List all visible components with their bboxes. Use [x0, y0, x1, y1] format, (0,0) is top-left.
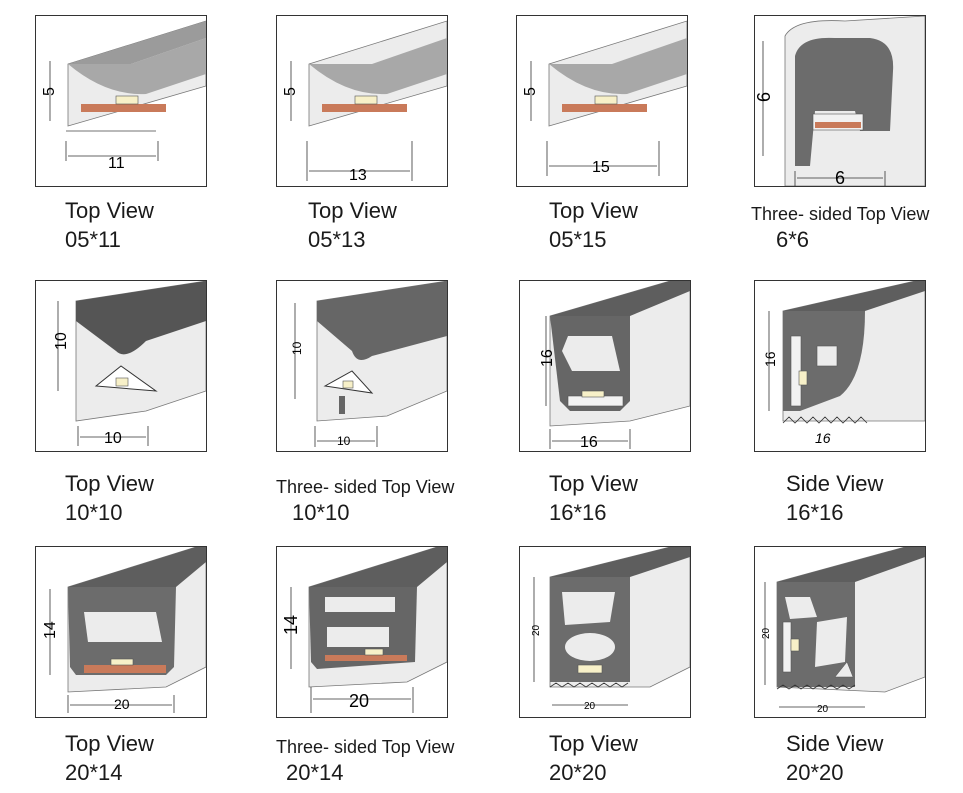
width-dimension: 10: [104, 430, 122, 447]
view-label: Top View: [549, 198, 638, 223]
width-dimension: 20: [584, 701, 596, 712]
width-dimension: 10: [337, 434, 351, 448]
profile-diagram: 20 20: [754, 546, 926, 718]
size-label: 6*6: [776, 227, 810, 252]
view-label: Top View: [65, 471, 154, 496]
width-dimension: 15: [592, 159, 610, 176]
width-dimension: 16: [815, 430, 831, 446]
size-label: 20*14: [286, 760, 344, 785]
view-label: Side View: [786, 471, 884, 496]
height-dimension: 10: [290, 341, 304, 355]
view-label: Top View: [549, 731, 638, 756]
width-dimension: 16: [580, 434, 598, 451]
size-label: 10*10: [292, 500, 350, 525]
profile-diagram: 5 15: [516, 15, 688, 187]
size-label: 05*11: [65, 227, 121, 252]
view-label: Three- sided Top View: [751, 204, 930, 224]
width-dimension: 20: [114, 696, 130, 712]
width-dimension: 20: [817, 704, 829, 715]
profile-diagram: 5 11: [35, 15, 207, 187]
size-label: 05*13: [308, 227, 366, 252]
size-label: 20*20: [549, 760, 607, 785]
height-dimension: 6: [755, 92, 774, 102]
height-dimension: 5: [41, 87, 58, 96]
size-label: 05*15: [549, 227, 607, 252]
view-label: Three- sided Top View: [276, 737, 455, 757]
profile-diagram: 14 20: [35, 546, 207, 718]
profile-diagram: 10 10: [276, 280, 448, 452]
size-label: 20*20: [786, 760, 844, 785]
height-dimension: 20: [761, 627, 772, 639]
view-label: Top View: [65, 198, 154, 223]
height-dimension: 14: [281, 615, 301, 635]
width-dimension: 6: [835, 168, 845, 186]
profile-diagram: 10 10: [35, 280, 207, 452]
profile-diagram: 5 13: [276, 15, 448, 187]
height-dimension: 10: [53, 332, 70, 350]
view-label: Top View: [549, 471, 638, 496]
profile-diagram: 6 6: [754, 15, 926, 187]
view-label: Side View: [786, 731, 884, 756]
size-label: 10*10: [65, 500, 123, 525]
height-dimension: 20: [531, 624, 542, 636]
width-dimension: 13: [349, 167, 367, 184]
size-label: 16*16: [549, 500, 607, 525]
view-label: Three- sided Top View: [276, 477, 455, 497]
profile-diagram: 16 16: [754, 280, 926, 452]
height-dimension: 16: [539, 349, 556, 367]
width-dimension: 20: [349, 691, 369, 711]
height-dimension: 14: [42, 621, 59, 639]
size-label: 16*16: [786, 500, 844, 525]
profile-diagram: 16 16: [519, 280, 691, 452]
profile-diagram: 20 20: [519, 546, 691, 718]
size-label: 20*14: [65, 760, 123, 785]
view-label: Top View: [65, 731, 154, 756]
view-label: Top View: [308, 198, 397, 223]
width-dimension: 11: [108, 155, 125, 172]
height-dimension: 5: [282, 87, 299, 96]
height-dimension: 16: [762, 351, 778, 367]
height-dimension: 5: [522, 87, 539, 96]
profile-diagram: 14 20: [276, 546, 448, 718]
